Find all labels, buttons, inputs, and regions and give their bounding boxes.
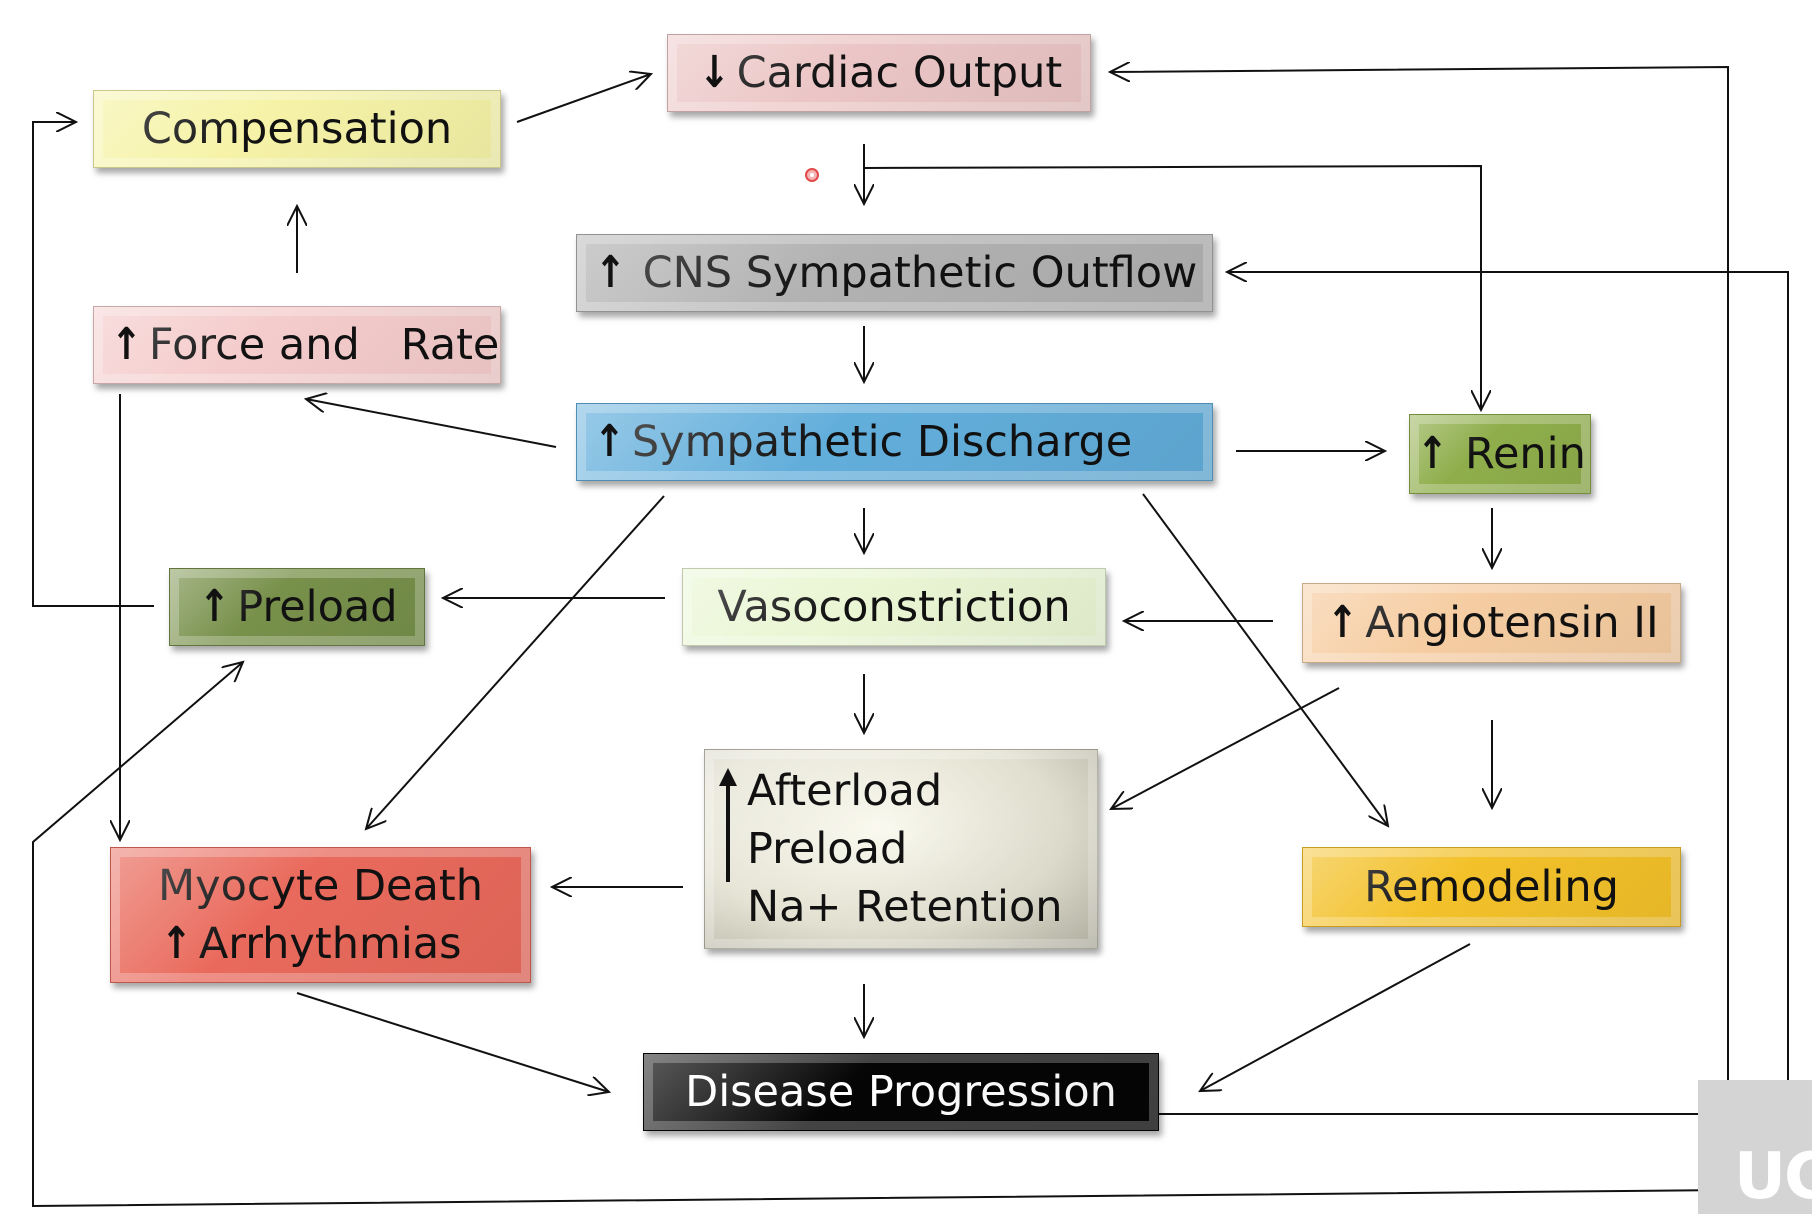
up-arrow-icon: ↑ <box>594 247 626 298</box>
arrow-sympathetic-to-myocyte <box>366 495 665 829</box>
compensation-label: Compensation <box>141 104 453 154</box>
angiotensin-label: Angiotensin II <box>1365 598 1659 648</box>
down-arrow-icon: ↓ <box>698 47 730 98</box>
arrow-myocyte-to-disease <box>296 992 609 1092</box>
arrow-angiotensin-to-afterload <box>1111 687 1340 809</box>
up-arrow-icon: ↑ <box>160 918 193 969</box>
sympathetic-discharge-box: ↑ Sympathetic Discharge <box>576 403 1213 481</box>
vasoconstriction-label: Vasoconstriction <box>717 582 1071 632</box>
disease-progression-box: Disease Progression <box>643 1053 1159 1131</box>
arrow-preload-to-compensation <box>32 122 154 607</box>
force-rate-label: Force and Rate <box>148 320 500 370</box>
angiotensin-ii-box: ↑ Angiotensin II <box>1302 583 1681 663</box>
preload-box: ↑ Preload <box>169 568 425 646</box>
up-arrow-icon: ↑ <box>593 416 626 467</box>
watermark-logo: UC <box>1698 1080 1812 1214</box>
up-arrow-icon: ↑ <box>199 581 231 632</box>
arrow-disease-to-cardiac-output <box>1110 67 1729 1115</box>
force-and-rate-box: ↑ Force and Rate <box>93 306 501 384</box>
up-arrow-icon: ↑ <box>1416 428 1449 479</box>
arrow-disease-to-cns <box>1227 272 1789 1190</box>
watermark-text: UC <box>1734 1140 1812 1214</box>
laser-pointer-icon <box>805 168 819 182</box>
arrow-disease-to-preload <box>32 662 1729 1208</box>
arrow-sympathetic-to-remodeling <box>1142 493 1388 826</box>
cardiac-output-box: ↓ Cardiac Output <box>667 34 1091 112</box>
arrow-cardiac-output-to-renin <box>863 164 1481 410</box>
tall-up-arrow-icon <box>719 764 737 934</box>
renin-box: ↑ Renin <box>1409 414 1591 494</box>
remodeling-box: Remodeling <box>1302 847 1681 927</box>
vasoconstriction-box: Vasoconstriction <box>682 568 1106 646</box>
arrhythmias-label: Arrhythmias <box>198 919 462 969</box>
up-arrow-icon: ↑ <box>110 319 143 370</box>
preload-label: Preload <box>237 582 398 632</box>
compensation-box: Compensation <box>93 90 501 168</box>
disease-progression-label: Disease Progression <box>685 1067 1117 1117</box>
afterload-label: Afterload <box>747 766 943 816</box>
arrow-remodeling-to-disease <box>1200 943 1471 1091</box>
na-retention-label: Na+ Retention <box>747 882 1063 932</box>
renin-label: Renin <box>1465 429 1586 479</box>
afterload-preload-retention-box: Afterload Preload Na+ Retention <box>704 749 1098 949</box>
cns-sympathetic-outflow-box: ↑ CNS Sympathetic Outflow <box>576 234 1213 312</box>
preload-line-label: Preload <box>747 824 908 874</box>
arrow-sympathetic-to-force <box>306 399 557 448</box>
remodeling-label: Remodeling <box>1364 862 1619 912</box>
myocyte-death-label: Myocyte Death <box>158 861 483 911</box>
myocyte-death-arrhythmias-box: Myocyte Death ↑ Arrhythmias <box>110 847 531 983</box>
up-arrow-icon: ↑ <box>1327 597 1359 648</box>
cardiac-output-label: Cardiac Output <box>736 48 1063 98</box>
cns-outflow-label: CNS Sympathetic Outflow <box>642 248 1198 298</box>
arrow-compensation-to-cardiac-output <box>516 74 651 123</box>
sympathetic-discharge-label: Sympathetic Discharge <box>631 417 1133 467</box>
